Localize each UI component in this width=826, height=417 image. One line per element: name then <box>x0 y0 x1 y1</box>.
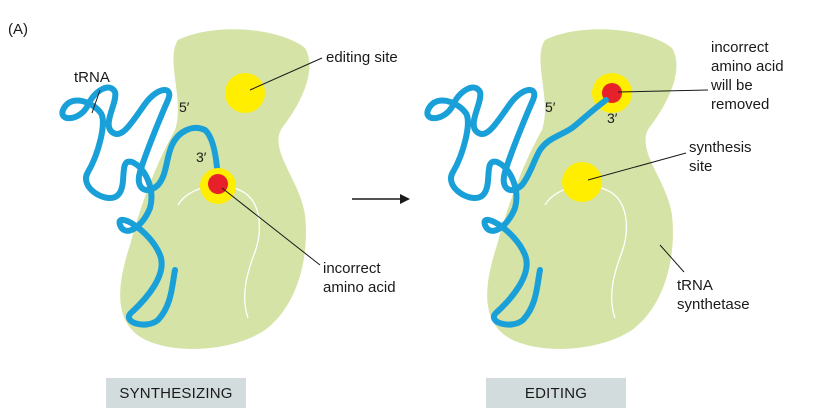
synthetase-label-line2: synthetase <box>677 296 750 313</box>
figure-label: (A) <box>8 21 28 38</box>
removed-label-line4: removed <box>711 96 769 113</box>
three-prime-label-left: 3′ <box>196 149 207 165</box>
synthetase-label-line1: tRNA <box>677 277 713 294</box>
removed-label-line1: incorrect <box>711 39 769 56</box>
trna-strand-right <box>424 84 609 328</box>
editing-panel: 5′ 3′ incorrect amino acid will be remov… <box>424 29 784 408</box>
synthesis-site-leader <box>587 152 687 181</box>
trna-strand <box>59 84 221 328</box>
editing-site-leader <box>249 57 323 91</box>
editing-site <box>225 73 265 113</box>
removed-leader <box>617 89 709 93</box>
synthesizing-title: SYNTHESIZING <box>119 385 232 402</box>
synthesis-site-label-line2: site <box>689 158 712 175</box>
removed-label-line3: will be <box>710 77 753 94</box>
synthesis-site-right <box>562 162 602 202</box>
editing-site-label: editing site <box>326 49 398 66</box>
editing-title: EDITING <box>525 385 587 402</box>
incorrect-amino-acid-left <box>208 174 228 194</box>
incorrect-amino-acid-label-line2: amino acid <box>323 279 396 296</box>
removed-label-line2: amino acid <box>711 58 784 75</box>
five-prime-label-right: 5′ <box>545 99 556 115</box>
five-prime-label-left: 5′ <box>179 99 190 115</box>
transition-arrow <box>352 194 410 204</box>
editing-title-bar <box>486 378 626 408</box>
synthesizing-panel: tRNA editing site 5′ 3′ incorrect amino … <box>59 29 398 408</box>
synthetase-leader <box>659 244 685 273</box>
incorrect-amino-acid-leader <box>221 187 321 266</box>
trna-leader <box>91 89 101 114</box>
synthesis-site-label-line1: synthesis <box>689 139 752 156</box>
synthesizing-title-bar <box>106 378 246 408</box>
trna-label: tRNA <box>74 69 110 86</box>
incorrect-amino-acid-label-line1: incorrect <box>323 260 381 277</box>
three-prime-label-right: 3′ <box>607 110 618 126</box>
